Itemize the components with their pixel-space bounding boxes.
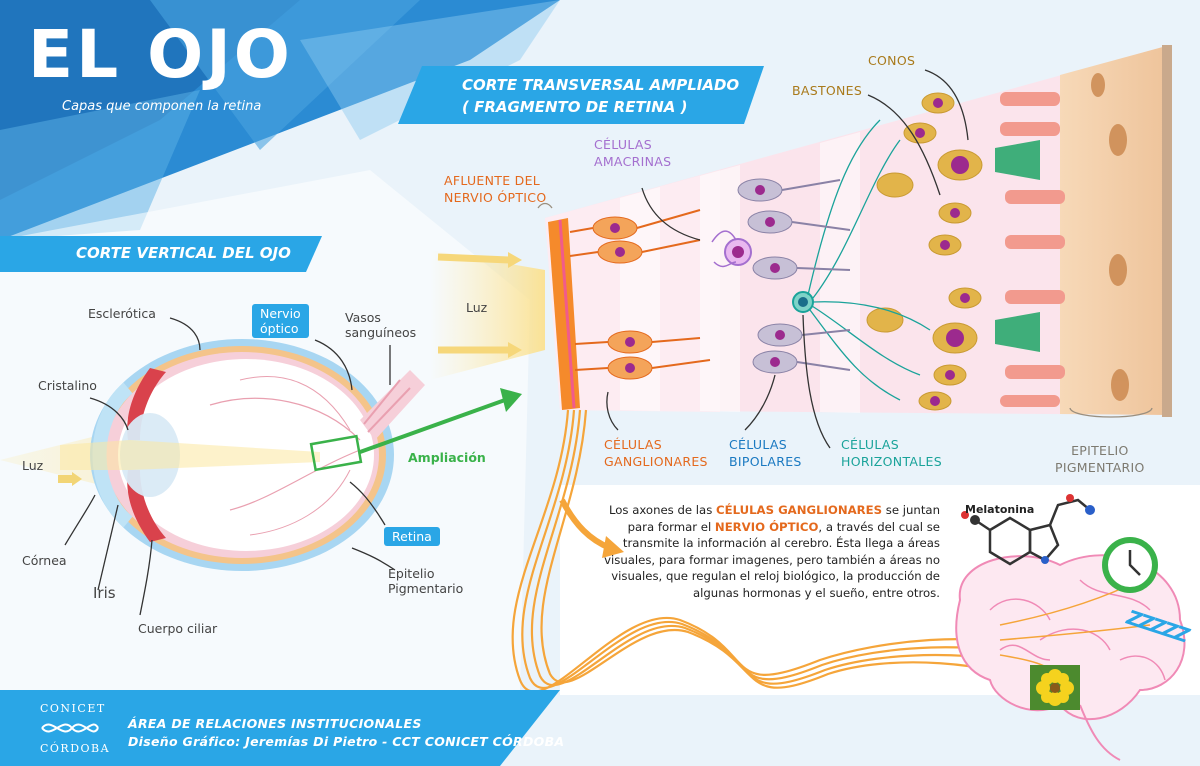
label-luz-eye: Luz (22, 458, 44, 473)
retina-title-line-2: ( FRAGMENTO DE RETINA ) (462, 98, 688, 116)
label-cuerpo-ciliar: Cuerpo ciliar (138, 621, 218, 636)
label-iris: Iris (93, 584, 116, 602)
label-epitelio-pigmentario: EPITELIO PIGMENTARIO (1055, 442, 1145, 476)
label-luz-retina: Luz (466, 300, 488, 315)
epitelio-eye-line-1: Epitelio (388, 566, 435, 581)
label-cornea: Córnea (22, 553, 67, 568)
afluente-line-2: NERVIO ÓPTICO (444, 190, 547, 205)
label-celulas-ganglionares: CÉLULAS GANGLIONARES (604, 436, 708, 470)
ganglionares-line-1: CÉLULAS (604, 437, 662, 452)
eye-section-title: CORTE VERTICAL DEL OJO (76, 244, 291, 262)
footer-line-2: Diseño Gráfico: Jeremías Di Pietro - CCT… (128, 734, 565, 749)
molecule-atoms (961, 494, 1095, 564)
page-subtitle: Capas que componen la retina (62, 99, 262, 114)
label-esclerotica: Esclerótica (88, 306, 156, 321)
amacrinas-line-1: CÉLULAS (594, 137, 652, 152)
para-highlight-ganglionares: CÉLULAS GANGLIONARES (716, 503, 883, 517)
description-paragraph: Los axones de las CÉLULAS GANGLIONARES s… (600, 502, 940, 601)
label-cristalino: Cristalino (38, 378, 97, 393)
footer-background (0, 690, 500, 766)
para-text-1: Los axones de las (608, 503, 717, 517)
retina-banner-bg (398, 66, 764, 124)
label-nervio-optico: Nervio óptico (252, 304, 309, 338)
label-melatonina: Melatonina (965, 503, 1035, 516)
eye-banner-bg (0, 236, 322, 272)
horizontales-line-2: HORIZONTALES (841, 454, 942, 469)
label-conos: CONOS (868, 53, 916, 68)
ganglionares-line-2: GANGLIONARES (604, 454, 708, 469)
logo-conicet-text: CONICET (40, 702, 106, 715)
label-ampliacion: Ampliación (408, 450, 486, 465)
epitelio-eye-line-2: Pigmentario (388, 581, 464, 596)
conicet-logo-icon (41, 723, 99, 733)
flower-icon (1030, 665, 1080, 710)
eye-diagram (0, 317, 425, 616)
brain-illustration (955, 554, 1186, 761)
vasos-line-2: sanguíneos (345, 325, 417, 340)
label-celulas-amacrinas: CÉLULAS AMACRINAS (594, 136, 671, 170)
nervio-line-2: óptico (260, 321, 299, 336)
epitelio-retina-line-2: PIGMENTARIO (1055, 460, 1145, 475)
bipolares-line-1: CÉLULAS (729, 437, 787, 452)
page-title: EL OJO (28, 16, 293, 93)
retina-section-title: CORTE TRANSVERSAL AMPLIADO ( FRAGMENTO D… (462, 74, 739, 118)
label-celulas-bipolares: CÉLULAS BIPOLARES (729, 436, 802, 470)
horizontales-line-1: CÉLULAS (841, 437, 899, 452)
label-celulas-horizontales: CÉLULAS HORIZONTALES (841, 436, 942, 470)
label-bastones: BASTONES (792, 83, 863, 98)
label-epitelio-eye: Epitelio Pigmentario (388, 566, 463, 596)
label-vasos-sanguineos: Vasos sanguíneos (345, 310, 416, 340)
nerve-bundle (511, 409, 1061, 693)
epitelio-retina-line-1: EPITELIO (1071, 443, 1129, 458)
retina-title-line-1: CORTE TRANSVERSAL AMPLIADO (462, 76, 740, 94)
clock-icon (1102, 537, 1158, 593)
label-afluente-nervio: AFLUENTE DEL NERVIO ÓPTICO (444, 172, 546, 206)
para-text-3: , a través del cual se transmite la info… (604, 519, 940, 600)
vasos-line-1: Vasos (345, 310, 381, 325)
retina-diagram (430, 45, 1172, 449)
para-text-2: se juntan para formar el (627, 503, 940, 534)
bipolares-line-2: BIPOLARES (729, 454, 802, 469)
afluente-line-1: AFLUENTE DEL (444, 173, 541, 188)
nervio-line-1: Nervio (260, 306, 301, 321)
ampliacion-arrow (359, 398, 506, 454)
label-retina: Retina (384, 527, 440, 546)
footer-line-1: ÁREA DE RELACIONES INSTITUCIONALES (128, 716, 422, 731)
logo-cordoba-text: CÓRDOBA (40, 742, 111, 755)
para-highlight-nervio: NERVIO ÓPTICO (714, 519, 819, 534)
amacrinas-line-2: AMACRINAS (594, 154, 672, 169)
